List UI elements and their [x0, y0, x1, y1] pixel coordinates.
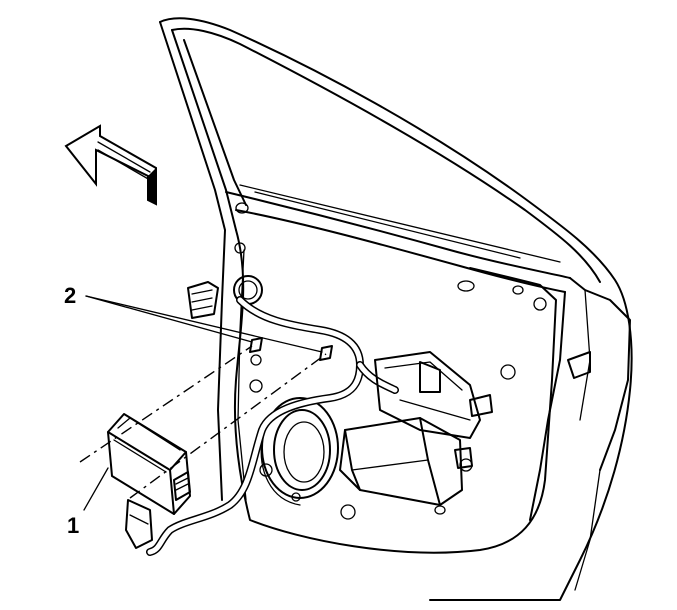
alignment-lines — [79, 345, 327, 499]
forward-arrow-icon — [64, 124, 157, 206]
door-frame — [159, 17, 633, 601]
leader-lines — [83, 295, 323, 511]
wiring-harness — [146, 296, 399, 556]
speaker-opening — [260, 397, 339, 506]
window-motor — [339, 417, 473, 506]
door-module — [107, 413, 191, 549]
mounting-studs — [249, 337, 333, 361]
callout-2: 2 — [64, 283, 76, 308]
regulator-assembly — [374, 351, 493, 439]
door-connector — [187, 281, 219, 319]
callout-1: 1 — [67, 513, 79, 538]
